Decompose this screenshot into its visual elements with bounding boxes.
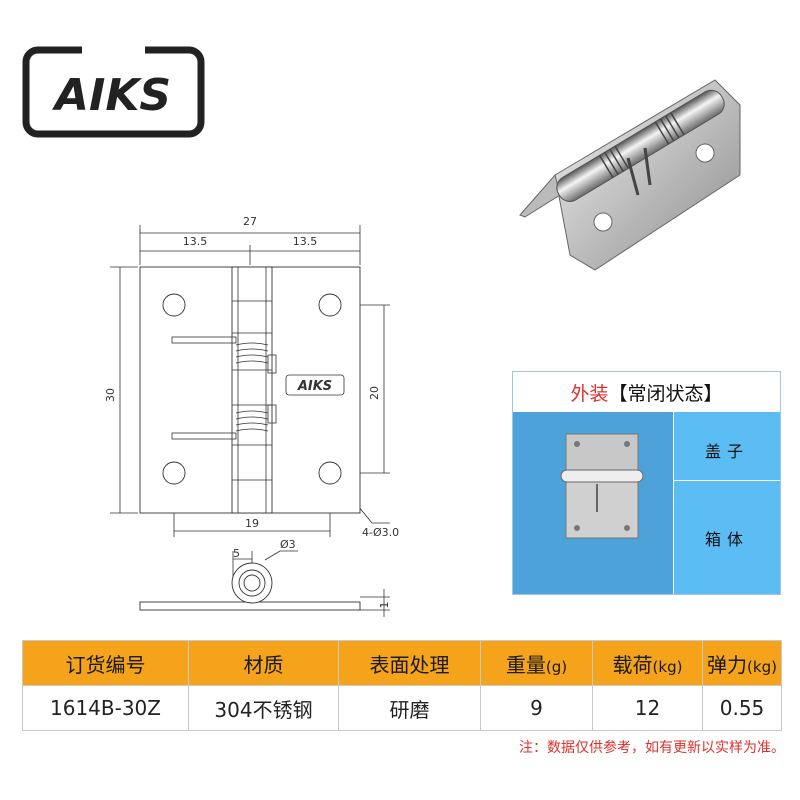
cell-load: 12 <box>592 685 703 731</box>
dim-thickness: 1 <box>378 602 391 609</box>
dim-pin-diameter: Ø3 <box>280 538 296 551</box>
header-material: 材质 <box>188 640 339 686</box>
cell-surface: 研磨 <box>338 685 481 731</box>
hinge-technical-drawing: AIKS 27 13.5 13.5 30 20 19 4-Ø3.0 5 Ø3 1 <box>104 215 399 617</box>
install-title-main: 外装 <box>570 382 609 405</box>
table-row: 1614B-30Z 304不锈钢 研磨 9 12 0.55 <box>22 685 782 731</box>
brand-logo: AIKS <box>22 46 205 138</box>
dim-height: 30 <box>104 388 117 402</box>
dim-left-half: 13.5 <box>183 235 208 248</box>
dim-hole-vertical: 20 <box>368 386 381 400</box>
hinge-product-image <box>519 79 741 271</box>
install-title-state: 【常闭状态】 <box>608 382 723 405</box>
dim-holes: 4-Ø3.0 <box>362 526 399 539</box>
install-diagram <box>513 412 674 594</box>
header-weight: 重量(g) <box>480 640 593 686</box>
dim-total-width: 27 <box>243 215 257 228</box>
label-box: 箱体 <box>704 530 749 549</box>
install-title: 外装 【常闭状态】 <box>513 372 780 412</box>
install-labels: 盖子 箱体 <box>674 412 780 594</box>
header-surface: 表面处理 <box>338 640 481 686</box>
spec-table: 订货编号 材质 表面处理 重量(g) 载荷(kg) 弹力(kg) 1614B-3… <box>22 640 782 731</box>
drawing-brand-mark: AIKS <box>297 379 332 394</box>
table-header-row: 订货编号 材质 表面处理 重量(g) 载荷(kg) 弹力(kg) <box>22 640 782 686</box>
cell-order-number: 1614B-30Z <box>22 685 189 731</box>
cell-weight: 9 <box>480 685 593 731</box>
header-spring-force: 弹力(kg) <box>702 640 782 686</box>
dim-right-half: 13.5 <box>293 235 318 248</box>
install-divider <box>674 480 780 481</box>
header-order-number: 订货编号 <box>22 640 189 686</box>
disclaimer-note: 注：数据仅供参考，如有更新以实样为准。 <box>519 740 785 756</box>
dim-knuckle-offset: 5 <box>233 547 240 560</box>
installed-hinge-icon <box>560 433 644 539</box>
header-load: 载荷(kg) <box>592 640 703 686</box>
logo-text: AIKS <box>52 70 171 121</box>
cell-material: 304不锈钢 <box>188 685 339 731</box>
cell-spring-force: 0.55 <box>702 685 782 731</box>
install-state-panel: 外装 【常闭状态】 盖子 箱体 <box>512 371 781 595</box>
dim-hole-horizontal: 19 <box>245 517 259 530</box>
label-cover: 盖子 <box>704 442 749 461</box>
